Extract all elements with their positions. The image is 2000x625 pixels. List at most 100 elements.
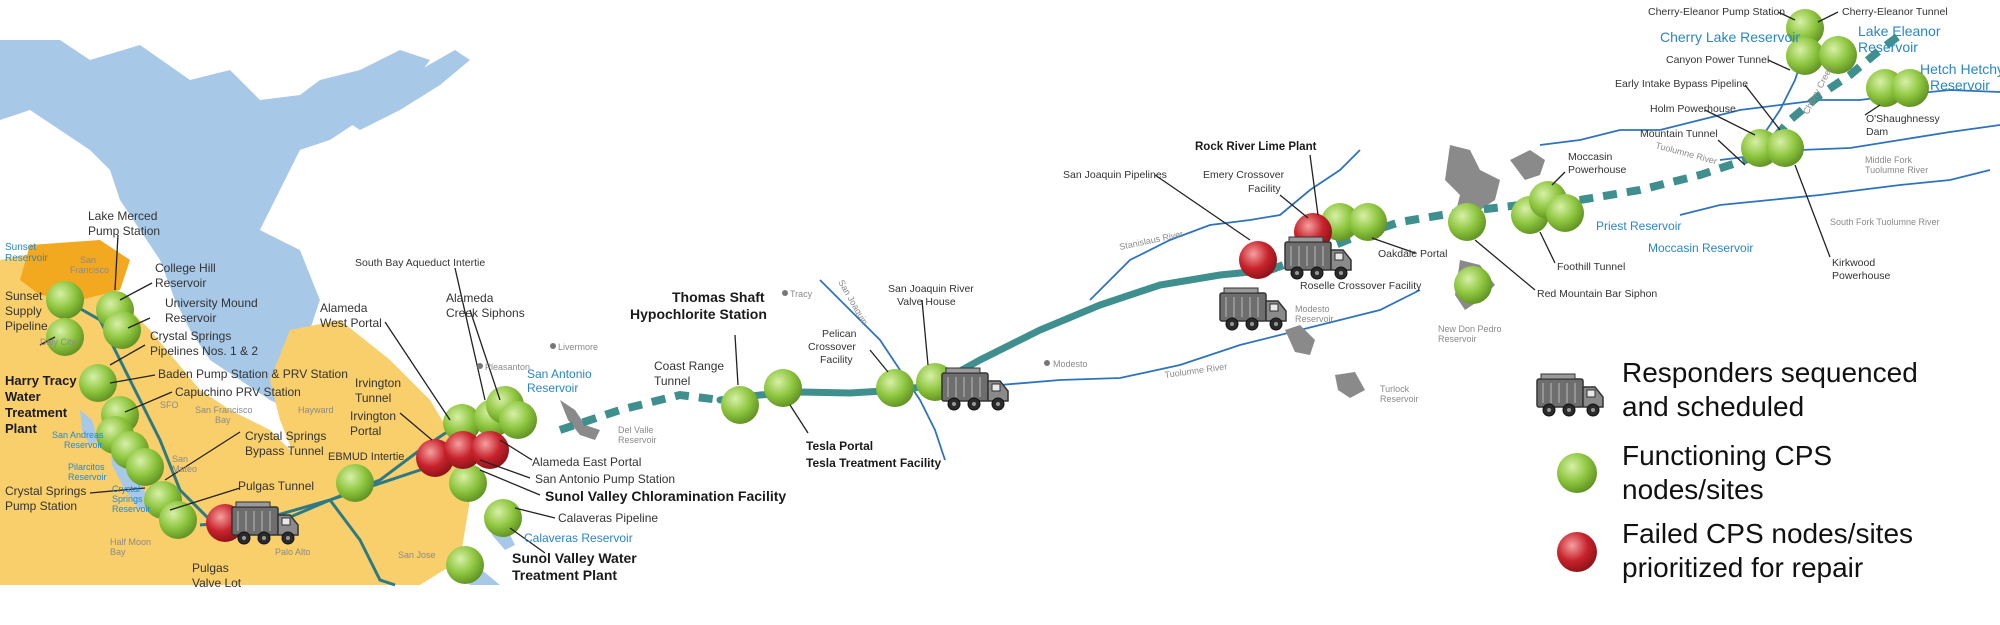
place-label: Modesto [1295,304,1330,314]
river-network [819,19,2000,461]
place-label: South Fork Tuolumne River [1830,217,1940,227]
water-label: Reservoir [64,440,103,450]
label-tesla-portal: Tesla Portal [806,439,873,453]
leader-line [1154,174,1251,241]
green-node-icon[interactable] [46,281,84,319]
label-moccasin-powerhouse: Powerhouse [1568,164,1627,176]
green-node-icon[interactable] [764,369,802,407]
leader-line [1744,84,1781,131]
place-label: Mateo [172,464,197,474]
leader-line [1817,11,1839,23]
green-node-icon[interactable] [484,499,522,537]
water-label: Moccasin Reservoir [1648,241,1753,255]
green-node-icon[interactable] [1454,266,1492,304]
label-kirkwood: Powerhouse [1832,270,1891,282]
label-sj-river-valve: San Joaquin River [888,283,974,295]
leader-line [1551,171,1566,186]
leader-line [1717,139,1746,166]
green-node-icon[interactable] [1819,36,1857,74]
red-node-icon[interactable] [1239,241,1277,279]
leader-line [164,431,241,481]
legend-functioning-text: Functioning CPS [1622,440,1832,471]
water-label: Reservoir [5,253,48,264]
place-label: Pleasanton [485,362,530,372]
leader-line [119,282,153,301]
place-label: Modesto [1053,359,1088,369]
label-baden: Baden Pump Station & PRV Station [158,367,348,381]
place-label: New Don Pedro [1438,324,1502,334]
green-node-icon[interactable] [721,386,759,424]
label-harry-tracy: Treatment [5,405,68,420]
water-label: Pilarcitos [68,462,105,472]
red-node-icon[interactable] [444,431,482,469]
green-node-icon[interactable] [103,311,141,349]
leader-line [399,412,433,441]
green-node-icon[interactable] [1786,9,1824,47]
label-coast-range: Tunnel [654,374,690,388]
label-alameda-west: Alameda [320,301,368,315]
fire-truck-icon[interactable] [941,367,1009,411]
water-label: Lake Eleanor [1858,23,1941,39]
label-kirkwood: Kirkwood [1832,257,1875,269]
leader-line [789,404,809,434]
leader-line [479,459,531,479]
delta-water [330,50,470,130]
green-node-icon[interactable] [499,401,537,439]
green-node-icon[interactable] [1891,69,1929,107]
green-node-icon[interactable] [1546,194,1584,232]
legend-responders-text: Responders sequenced [1622,357,1918,388]
label-sunol-wtp: Sunol Valley Water [512,550,637,566]
label-calaveras-pipeline: Calaveras Pipeline [558,511,658,525]
green-node-icon[interactable] [1448,203,1486,241]
place-label: SFO [160,400,179,410]
green-node-icon[interactable] [1766,129,1804,167]
label-college-hill: College Hill [155,261,216,275]
functioning-nodes [46,9,1929,584]
label-alameda-east: Alameda East Portal [532,455,641,469]
leader-line [109,374,156,384]
turlock-reservoir-shape [1335,372,1365,398]
water-label: Cherry Lake Reservoir [1660,29,1800,45]
green-node-icon[interactable] [126,448,164,486]
green-node-icon[interactable] [79,364,117,402]
san-francisco-urban-area [20,240,130,300]
place-label: Tuolumne River [1865,165,1928,175]
label-coast-range: Coast Range [654,359,724,373]
stanislaus-river [1089,149,1361,301]
leader-line [1474,239,1536,291]
green-node-icon[interactable] [46,318,84,356]
facility-labels: Lake Merced Pump Station Sunset Supply P… [5,6,1948,590]
place-label: Tuolumne River [1164,361,1228,380]
leader-line [921,299,929,366]
leader-line [114,234,119,291]
green-node-icon[interactable] [1349,203,1387,241]
leader-line [1371,237,1416,254]
green-node-icon[interactable] [159,501,197,539]
water-label: Sunset [5,242,36,253]
leader-line [469,309,501,401]
water-labels: San Antonio Reservoir Calaveras Reservoi… [5,23,2000,545]
green-node-icon[interactable] [1786,37,1824,75]
label-sunol-wtp: Treatment Plant [512,567,617,583]
leader-line [1309,154,1319,216]
water-label: Springs [112,494,143,504]
water-label: San Antonio [527,367,592,381]
legend-failed-text: Failed CPS nodes/sites [1622,518,1913,549]
green-node-icon[interactable] [876,369,914,407]
leader-line [384,321,451,421]
green-node-icon[interactable] [443,404,481,442]
mountain-tunnel-segment [1459,151,1762,216]
place-label: Bay [215,415,231,425]
green-node-icon[interactable] [446,546,484,584]
label-mountain-tunnel: Mountain Tunnel [1640,128,1718,140]
leader-lines [39,11,1881,554]
moccasin-reservoir-shape [1510,150,1545,180]
leader-line [1704,109,1756,136]
leader-line [1767,59,1791,71]
label-pulgas-valve: Pulgas [192,561,229,575]
fire-truck-icon[interactable] [1219,287,1287,331]
label-rock-river: Rock River Lime Plant [1195,141,1317,153]
green-node-icon[interactable] [449,464,487,502]
green-node-icon[interactable] [336,464,374,502]
